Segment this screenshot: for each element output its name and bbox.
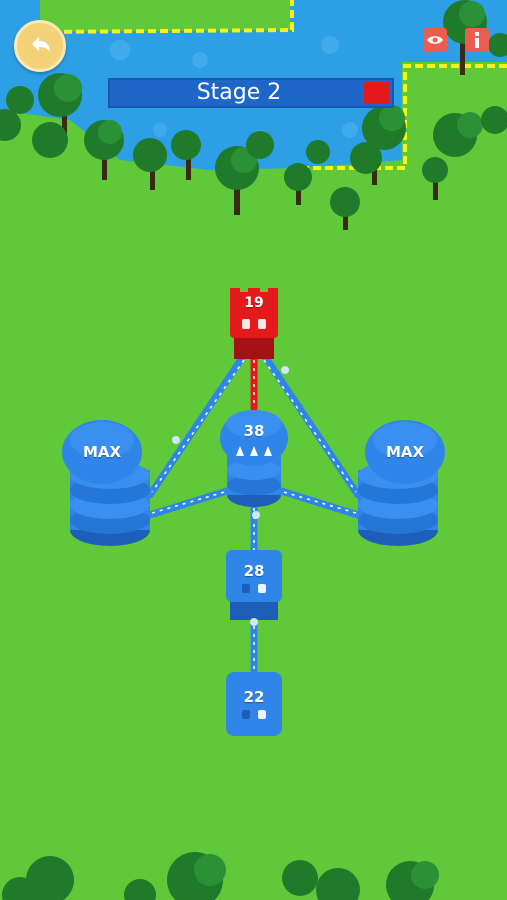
- link-right-center: [274, 486, 362, 519]
- info-button[interactable]: [465, 28, 489, 52]
- right-land-border: [290, 64, 507, 170]
- soldiers: [172, 366, 289, 626]
- trees-bottom: [2, 852, 439, 900]
- back-arrow-icon: [32, 37, 50, 52]
- middle-block[interactable]: [226, 550, 282, 620]
- left-tower[interactable]: [62, 420, 150, 546]
- bottom-block-count: 22: [243, 688, 265, 706]
- right-tower-count: MAX: [385, 443, 425, 461]
- link-left-center: [146, 486, 234, 519]
- stage-progress-bar: Stage 2: [108, 78, 394, 108]
- enemy-castle-red[interactable]: [230, 288, 278, 359]
- center-castle-count: 38: [243, 422, 265, 440]
- center-castle[interactable]: [220, 410, 288, 507]
- bottom-block[interactable]: [226, 672, 282, 736]
- top-island: [40, 0, 290, 32]
- top-island-border: [39, 0, 294, 34]
- back-button[interactable]: [14, 20, 66, 72]
- enemy-castle-count: 19: [244, 295, 264, 311]
- connection-arrows: [151, 359, 357, 677]
- middle-block-count: 28: [243, 562, 265, 580]
- trees-top: [0, 0, 507, 230]
- eye-icon: [427, 36, 443, 44]
- info-icon: [475, 32, 479, 48]
- stage-label: Stage 2: [196, 80, 282, 105]
- eye-button[interactable]: [423, 28, 447, 52]
- enemy-progress-segment: [364, 82, 390, 104]
- right-tower[interactable]: [358, 420, 445, 546]
- left-tower-count: MAX: [82, 443, 122, 461]
